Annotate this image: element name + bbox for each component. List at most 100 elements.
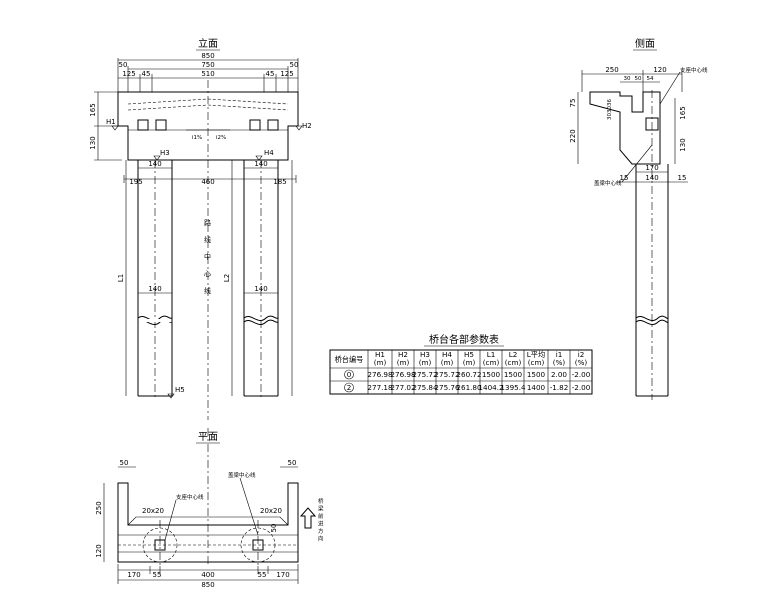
table-cell: 1404.2 [478,383,503,392]
table-cell: 260.72 [456,370,481,379]
table-cell: 277.18 [367,383,393,392]
table-header-cell: H2 [398,350,408,359]
table-cell: 276.98 [367,370,393,379]
table-header-cell: (m) [397,358,410,367]
pile-dia-left-mid: 140 [148,285,161,293]
abutment-cap-outline [117,91,299,161]
pile-length-l2: L2 [223,274,231,282]
level-h4: H4 [264,149,274,157]
direction-label-char: 方 [318,527,324,535]
side-dim-30: 30 [624,76,631,82]
plan-chamfer-right: 20x20 [260,507,282,515]
table-header-cell: (m) [374,358,387,367]
pile-dia-right-top: 140 [254,160,267,168]
table-header-cell: (%) [575,358,588,367]
dim-seg-510: 510 [201,70,214,78]
plan-view: 平面 50 50 250 120 20x20 20x20 支座中心线 盖梁中心线… [95,428,324,589]
dim-overall-850: 850 [201,52,214,60]
plan-edge-right: 50 [288,459,297,467]
pile-spacing-mid: 460 [201,178,214,186]
table-header-cell: (cm) [505,358,522,367]
table-header-cell: i2 [578,350,585,359]
plan-dim-120: 120 [95,544,103,557]
svg-text:线: 线 [204,235,211,244]
table-header-cell: L平均 [527,350,545,359]
table-header-cell: H3 [420,350,430,359]
table-cell: 1500 [482,370,501,379]
side-dim-54: 54 [647,76,654,82]
side-dim-220: 220 [569,129,577,142]
direction-label-char: 梁 [318,505,324,513]
svg-text:心: 心 [204,270,211,278]
elevation-title: 立面 [198,37,218,50]
side-support-label: 支座中心线 [680,66,708,74]
table-cell: 1395.4 [500,383,526,392]
table-header-cell: (m) [419,358,432,367]
table-header-cell: L2 [509,350,518,359]
plan-pile-left [142,527,178,563]
dim-seg-125-r: 125 [280,70,293,78]
table-cell: 275.72 [434,370,459,379]
svg-text:中: 中 [204,252,211,261]
pile-spacing-right: 185 [273,178,286,186]
elevation-view: 立面 850 750 50 50 125 45 510 45 125 165 1… [89,37,312,420]
table-cell: 1500 [527,370,546,379]
table-header-cell: H1 [375,350,385,359]
level-h1: H1 [106,118,116,126]
dim-edge-right: 50 [290,61,299,69]
pile-dia-right-mid: 140 [254,285,267,293]
plan-pile-right [240,527,276,563]
side-cap-dim-170: 170 [645,164,658,172]
table-cell: 2 [347,383,352,392]
dim-seg-45-r: 45 [266,70,275,78]
dim-left-165: 165 [89,103,97,116]
pile-length-l1: L1 [117,274,125,282]
table-header-cell: (cm) [528,358,545,367]
side-dim-250: 250 [605,66,618,74]
parameter-table: 桥台各部参数表 桥台编号H1(m)H2(m)H3(m)H4(m)H5(m)L1(… [329,333,593,395]
table-cell: 2.00 [551,370,567,379]
table-header-cell: L1 [487,350,496,359]
side-dim-165: 165 [679,106,687,119]
side-dim-130: 130 [679,138,687,151]
table-header-cell: H5 [464,350,474,359]
plan-support-label: 支座中心线 [176,493,204,501]
direction-arrow-icon [299,507,317,529]
level-h5: H5 [175,386,185,394]
plan-title: 平面 [198,432,218,443]
plan-dim-850: 850 [201,581,214,589]
table-cell: 0 [347,370,352,379]
side-cap-label: 盖梁中心线 [594,179,622,187]
table-cell: -2.00 [572,370,591,379]
table-header-cell: (m) [463,358,476,367]
plan-edge-left: 50 [120,459,129,467]
side-abutment-outline [589,91,661,165]
table-cell: -2.00 [572,383,591,392]
side-small-dims: 303036 [607,99,613,120]
table-cell: 1500 [504,370,523,379]
side-dim-15-r: 15 [678,174,687,182]
direction-label-char: 进 [318,520,324,528]
dim-seg-45-l: 45 [142,70,151,78]
side-pile-dim-140: 140 [645,174,658,182]
pile-dia-left-top: 140 [148,160,161,168]
svg-text:线: 线 [204,286,211,295]
table-title: 桥台各部参数表 [429,333,499,346]
table-header-cell: 桥台编号 [335,355,364,364]
direction-label-char: 向 [318,535,324,543]
plan-outline [117,482,299,563]
plan-dim-250: 250 [95,501,103,514]
plan-dim-400: 400 [201,571,214,579]
table-cell: 275.76 [434,383,460,392]
table-header-cell: i1 [556,350,563,359]
side-title: 侧面 [635,37,655,50]
side-dim-50: 50 [635,76,642,82]
dim-left-130: 130 [89,136,97,149]
plan-dim-170-l: 170 [127,571,140,579]
plan-dim-55-l: 55 [153,571,162,579]
dim-inner-750: 750 [201,61,214,69]
table-cell: 1400 [527,383,546,392]
plan-chamfer-left: 20x20 [142,507,164,515]
direction-label-char: 桥 [318,497,324,505]
table-cell: 276.98 [390,370,416,379]
